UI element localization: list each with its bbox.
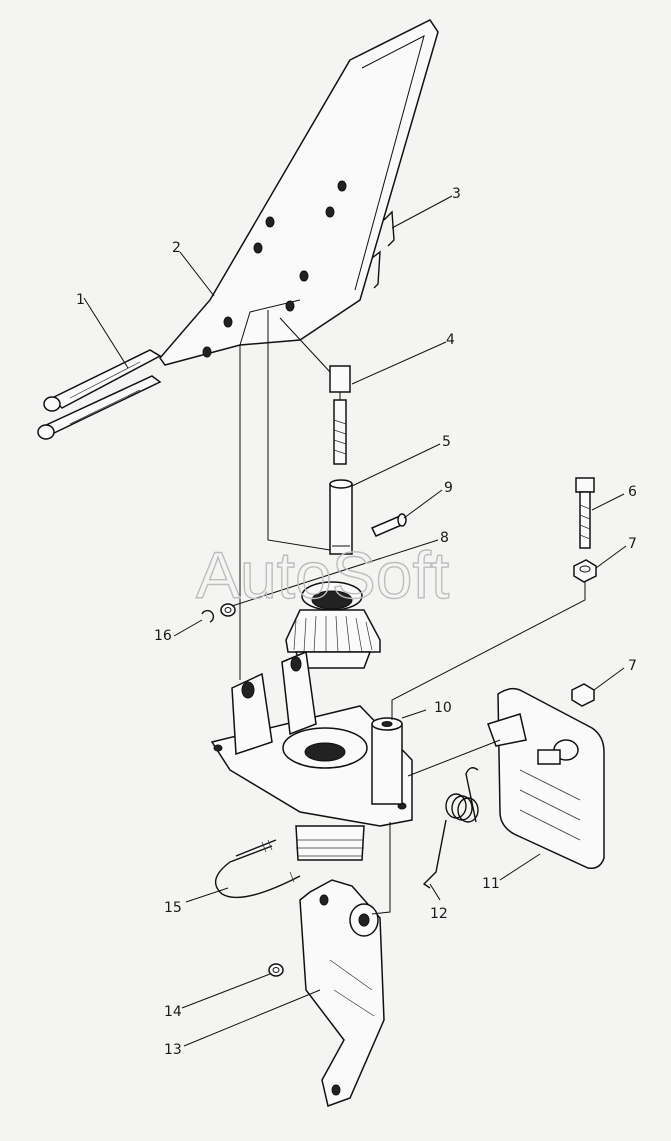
callout-labels: 1 2 3 4 5 6 7 8 9 16 7 10 11 12 15 14 13 [76, 186, 637, 1058]
callout-7a: 7 [628, 536, 637, 552]
callout-9: 9 [444, 480, 453, 496]
leader-lines [83, 195, 627, 1047]
callout-3: 3 [452, 186, 461, 202]
callout-2: 2 [172, 240, 181, 256]
callout-11: 11 [482, 876, 500, 892]
washer-8 [220, 603, 236, 617]
cover-plate-11 [487, 687, 605, 870]
callout-15: 15 [164, 900, 182, 916]
bolt-6 [575, 477, 595, 549]
clevis-pin [370, 513, 407, 537]
pedal-lever [159, 19, 439, 366]
circlip-16 [201, 609, 215, 623]
lever-13 [299, 879, 385, 1107]
callout-6: 6 [628, 484, 637, 500]
valve-cap [285, 581, 381, 669]
spring-12 [422, 767, 479, 889]
nut-7-upper [573, 559, 597, 583]
callout-12: 12 [430, 906, 448, 922]
callout-4: 4 [446, 332, 455, 348]
callout-16: 16 [154, 628, 172, 644]
fork-rod [329, 365, 351, 465]
callout-14: 14 [164, 1004, 182, 1020]
pushrod-sleeve [329, 479, 353, 555]
callout-8: 8 [440, 530, 449, 546]
callout-10: 10 [434, 700, 452, 716]
callout-7b: 7 [628, 658, 637, 674]
watermark-text: AutoSoft [196, 538, 449, 612]
u-clamp-15 [214, 839, 301, 899]
callout-13: 13 [164, 1042, 182, 1058]
cotter-pins [371, 210, 395, 289]
nut-7-lower [571, 683, 595, 707]
roller-10 [371, 717, 403, 805]
valve-body [210, 650, 413, 861]
ring-14 [268, 963, 284, 977]
callout-5: 5 [442, 434, 451, 450]
callout-1: 1 [76, 292, 85, 308]
assembly-lines [239, 310, 586, 915]
bolt-pair [37, 349, 162, 440]
